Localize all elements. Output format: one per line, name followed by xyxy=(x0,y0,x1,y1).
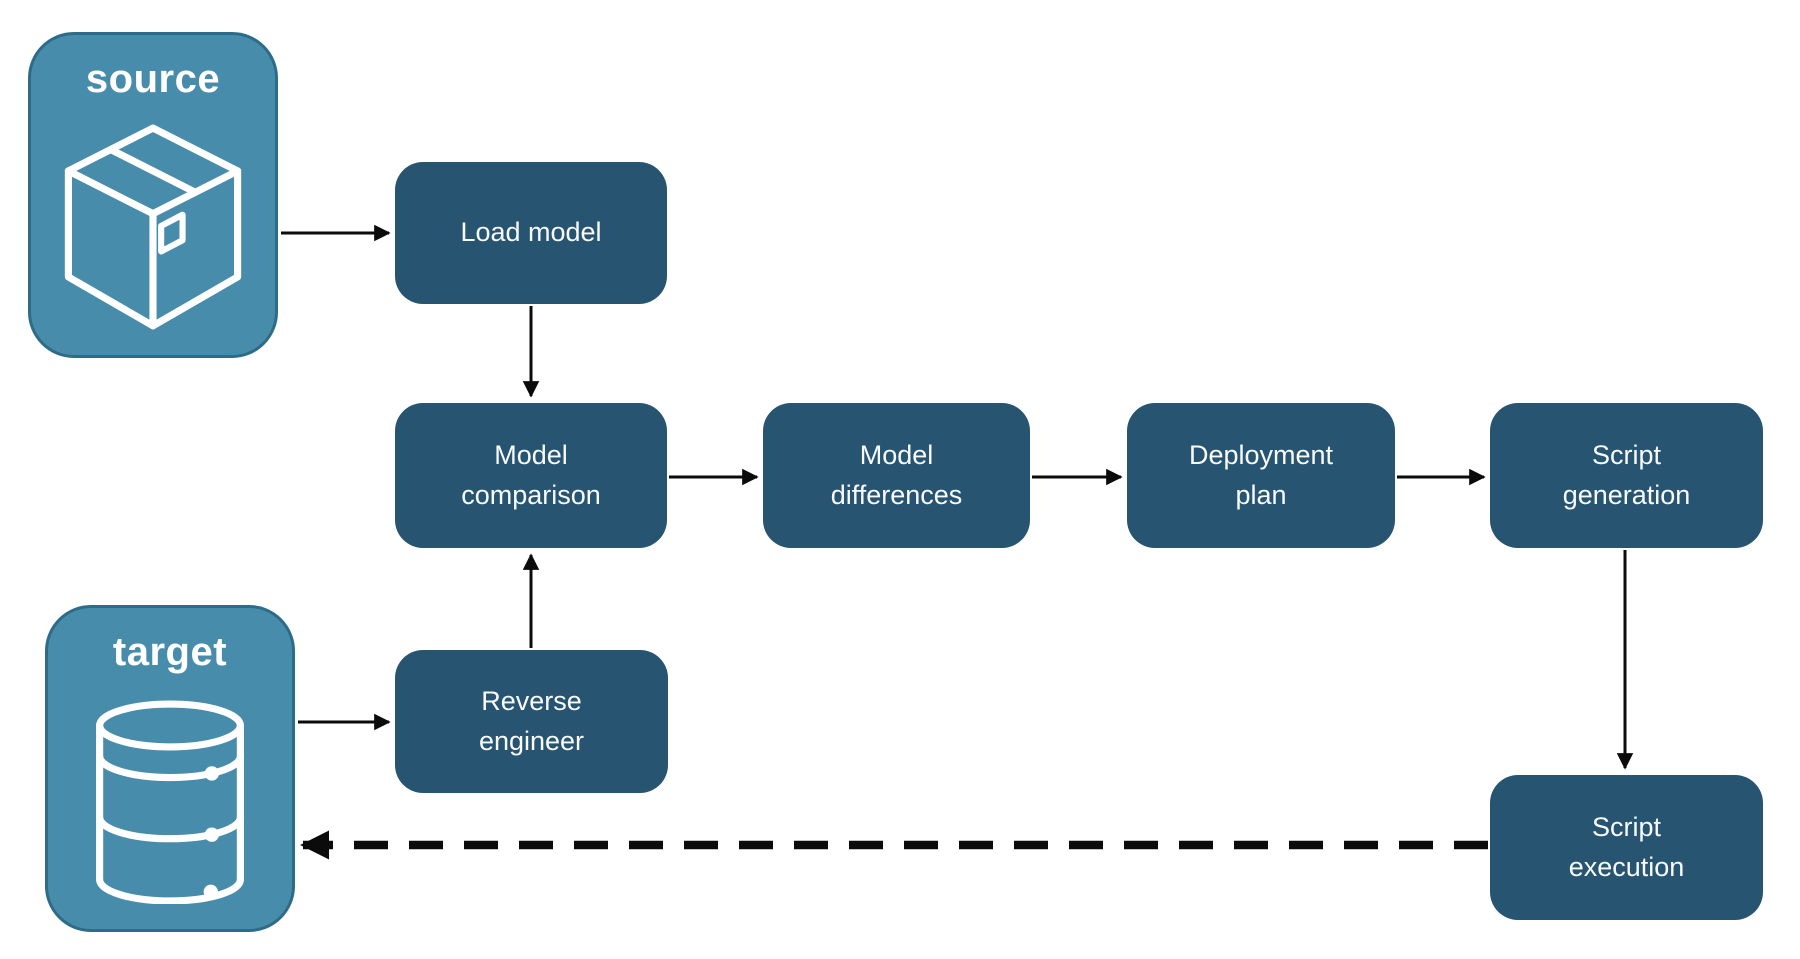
node-source: source xyxy=(28,32,278,358)
step-reverse-engineer: Reverse engineer xyxy=(395,650,668,793)
step-model-differences: Model differences xyxy=(763,403,1030,548)
step-load-model: Load model xyxy=(395,162,667,304)
source-label: source xyxy=(85,57,221,101)
step-deployment-plan: Deployment plan xyxy=(1127,403,1395,548)
step-script-generation: Script generation xyxy=(1490,403,1763,548)
package-icon xyxy=(31,101,275,355)
step-script-execution: Script execution xyxy=(1490,775,1763,920)
target-label: target xyxy=(112,630,228,674)
step-model-comparison: Model comparison xyxy=(395,403,667,548)
node-target: target xyxy=(45,605,295,932)
database-icon xyxy=(48,674,292,929)
